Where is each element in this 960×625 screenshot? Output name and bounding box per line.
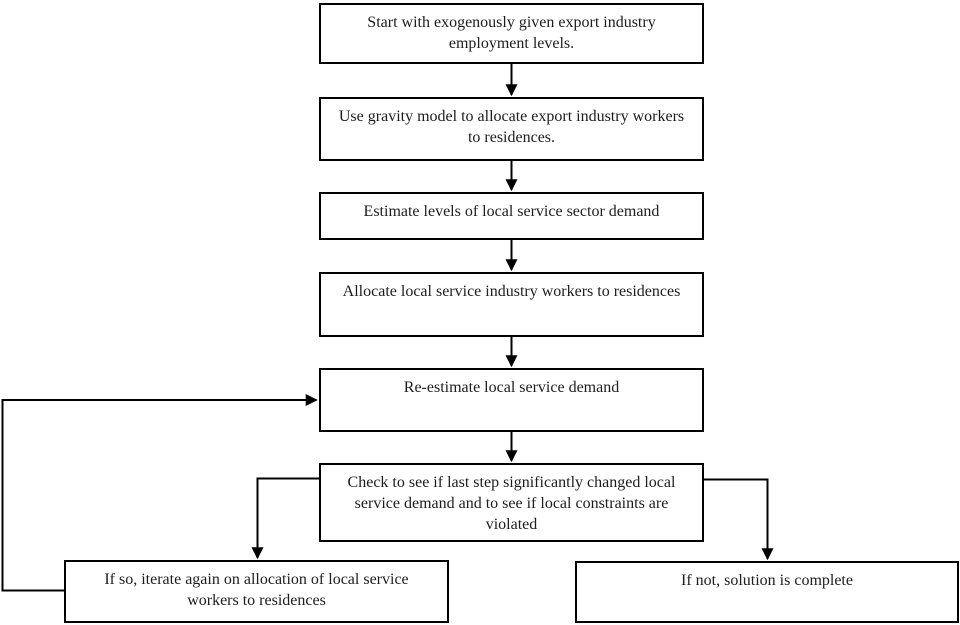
connector-check-iterate <box>251 477 319 560</box>
step-check-convergence: Check to see if last step significantly … <box>319 463 704 542</box>
step-check-convergence-label: Check to see if last step significantly … <box>347 474 676 533</box>
step-gravity-model: Use gravity model to allocate export ind… <box>319 97 704 161</box>
step-gravity-model-label: Use gravity model to allocate export ind… <box>338 108 685 146</box>
step-iterate-again-label: If so, iterate again on allocation of lo… <box>104 571 409 609</box>
step-allocate-workers: Allocate local service industry workers … <box>319 272 704 337</box>
step-start: Start with exogenously given export indu… <box>319 3 704 64</box>
step-reestimate-demand: Re-estimate local service demand <box>319 368 704 432</box>
step-allocate-workers-label: Allocate local service industry workers … <box>342 283 681 300</box>
step-iterate-again: If so, iterate again on allocation of lo… <box>64 560 449 623</box>
step-solution-complete-label: If not, solution is complete <box>681 572 853 589</box>
connector-check-complete <box>704 478 774 561</box>
connector-iterate-reestimate-feedback <box>1 394 318 592</box>
step-reestimate-demand-label: Re-estimate local service demand <box>403 379 620 396</box>
step-estimate-demand-label: Estimate levels of local service sector … <box>363 203 660 220</box>
step-estimate-demand: Estimate levels of local service sector … <box>319 192 704 240</box>
step-start-label: Start with exogenously given export indu… <box>367 14 656 52</box>
step-solution-complete: If not, solution is complete <box>575 561 959 623</box>
